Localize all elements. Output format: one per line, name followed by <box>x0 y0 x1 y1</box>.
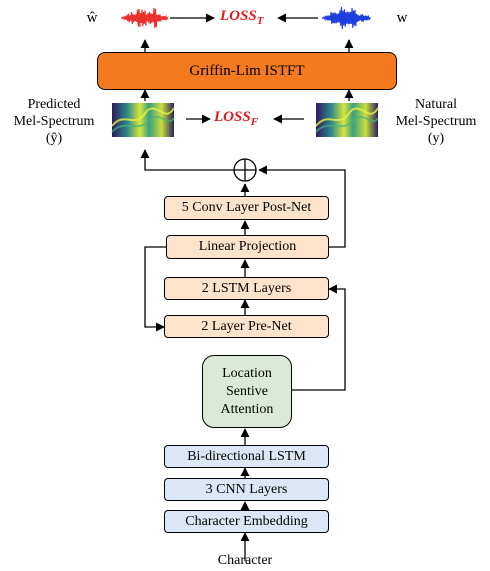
loss-f-label: LOSSF <box>214 109 259 128</box>
predicted-line-3: (ŷ) <box>45 131 63 146</box>
natural-waveform-image <box>322 6 371 30</box>
natural-wave-label: w <box>396 10 408 26</box>
predicted-line-2: Mel-Spectrum <box>13 114 95 129</box>
lstm-layers-box: 2 LSTM Layers <box>164 277 329 300</box>
arrow-attention-to-lstm <box>292 284 346 391</box>
natural-line-1: Natural <box>415 97 457 112</box>
natural-spectrum-label: Natural Mel-Spectrum (y) <box>382 96 490 147</box>
predicted-line-1: Predicted <box>27 97 81 112</box>
attention-line-2: Sentive <box>226 383 268 399</box>
predicted-wave-label: ŵ <box>86 10 98 26</box>
linear-projection-box: Linear Projection <box>166 235 329 259</box>
prenet-box: 2 Layer Pre-Net <box>164 315 329 338</box>
postnet-box: 5 Conv Layer Post-Net <box>164 196 329 220</box>
natural-spectrogram-image <box>315 103 379 137</box>
loss-t-label: LOSST <box>220 8 264 27</box>
character-input-label: Character <box>217 553 273 568</box>
predicted-spectrogram-image <box>111 103 175 137</box>
predicted-waveform-image <box>121 7 169 29</box>
arrow-linear-to-prenet <box>144 246 166 332</box>
cnn-layers-box: 3 CNN Layers <box>164 478 329 501</box>
bilstm-box: Bi-directional LSTM <box>164 445 329 468</box>
griffin-lim-istft-box: Griffin-Lim ISTFT <box>97 52 397 90</box>
natural-line-3: (y) <box>427 131 445 146</box>
arrow-sum-to-predicted <box>140 149 234 171</box>
sum-node <box>233 158 257 182</box>
character-embedding-box: Character Embedding <box>164 510 329 533</box>
attention-line-1: Location <box>222 365 272 381</box>
arrow-linear-to-sum <box>258 165 346 248</box>
attention-box: Location Sentive Attention <box>202 355 292 428</box>
attention-line-3: Attention <box>220 401 274 417</box>
predicted-spectrum-label: Predicted Mel-Spectrum (ŷ) <box>0 96 108 147</box>
natural-line-2: Mel-Spectrum <box>395 114 477 129</box>
